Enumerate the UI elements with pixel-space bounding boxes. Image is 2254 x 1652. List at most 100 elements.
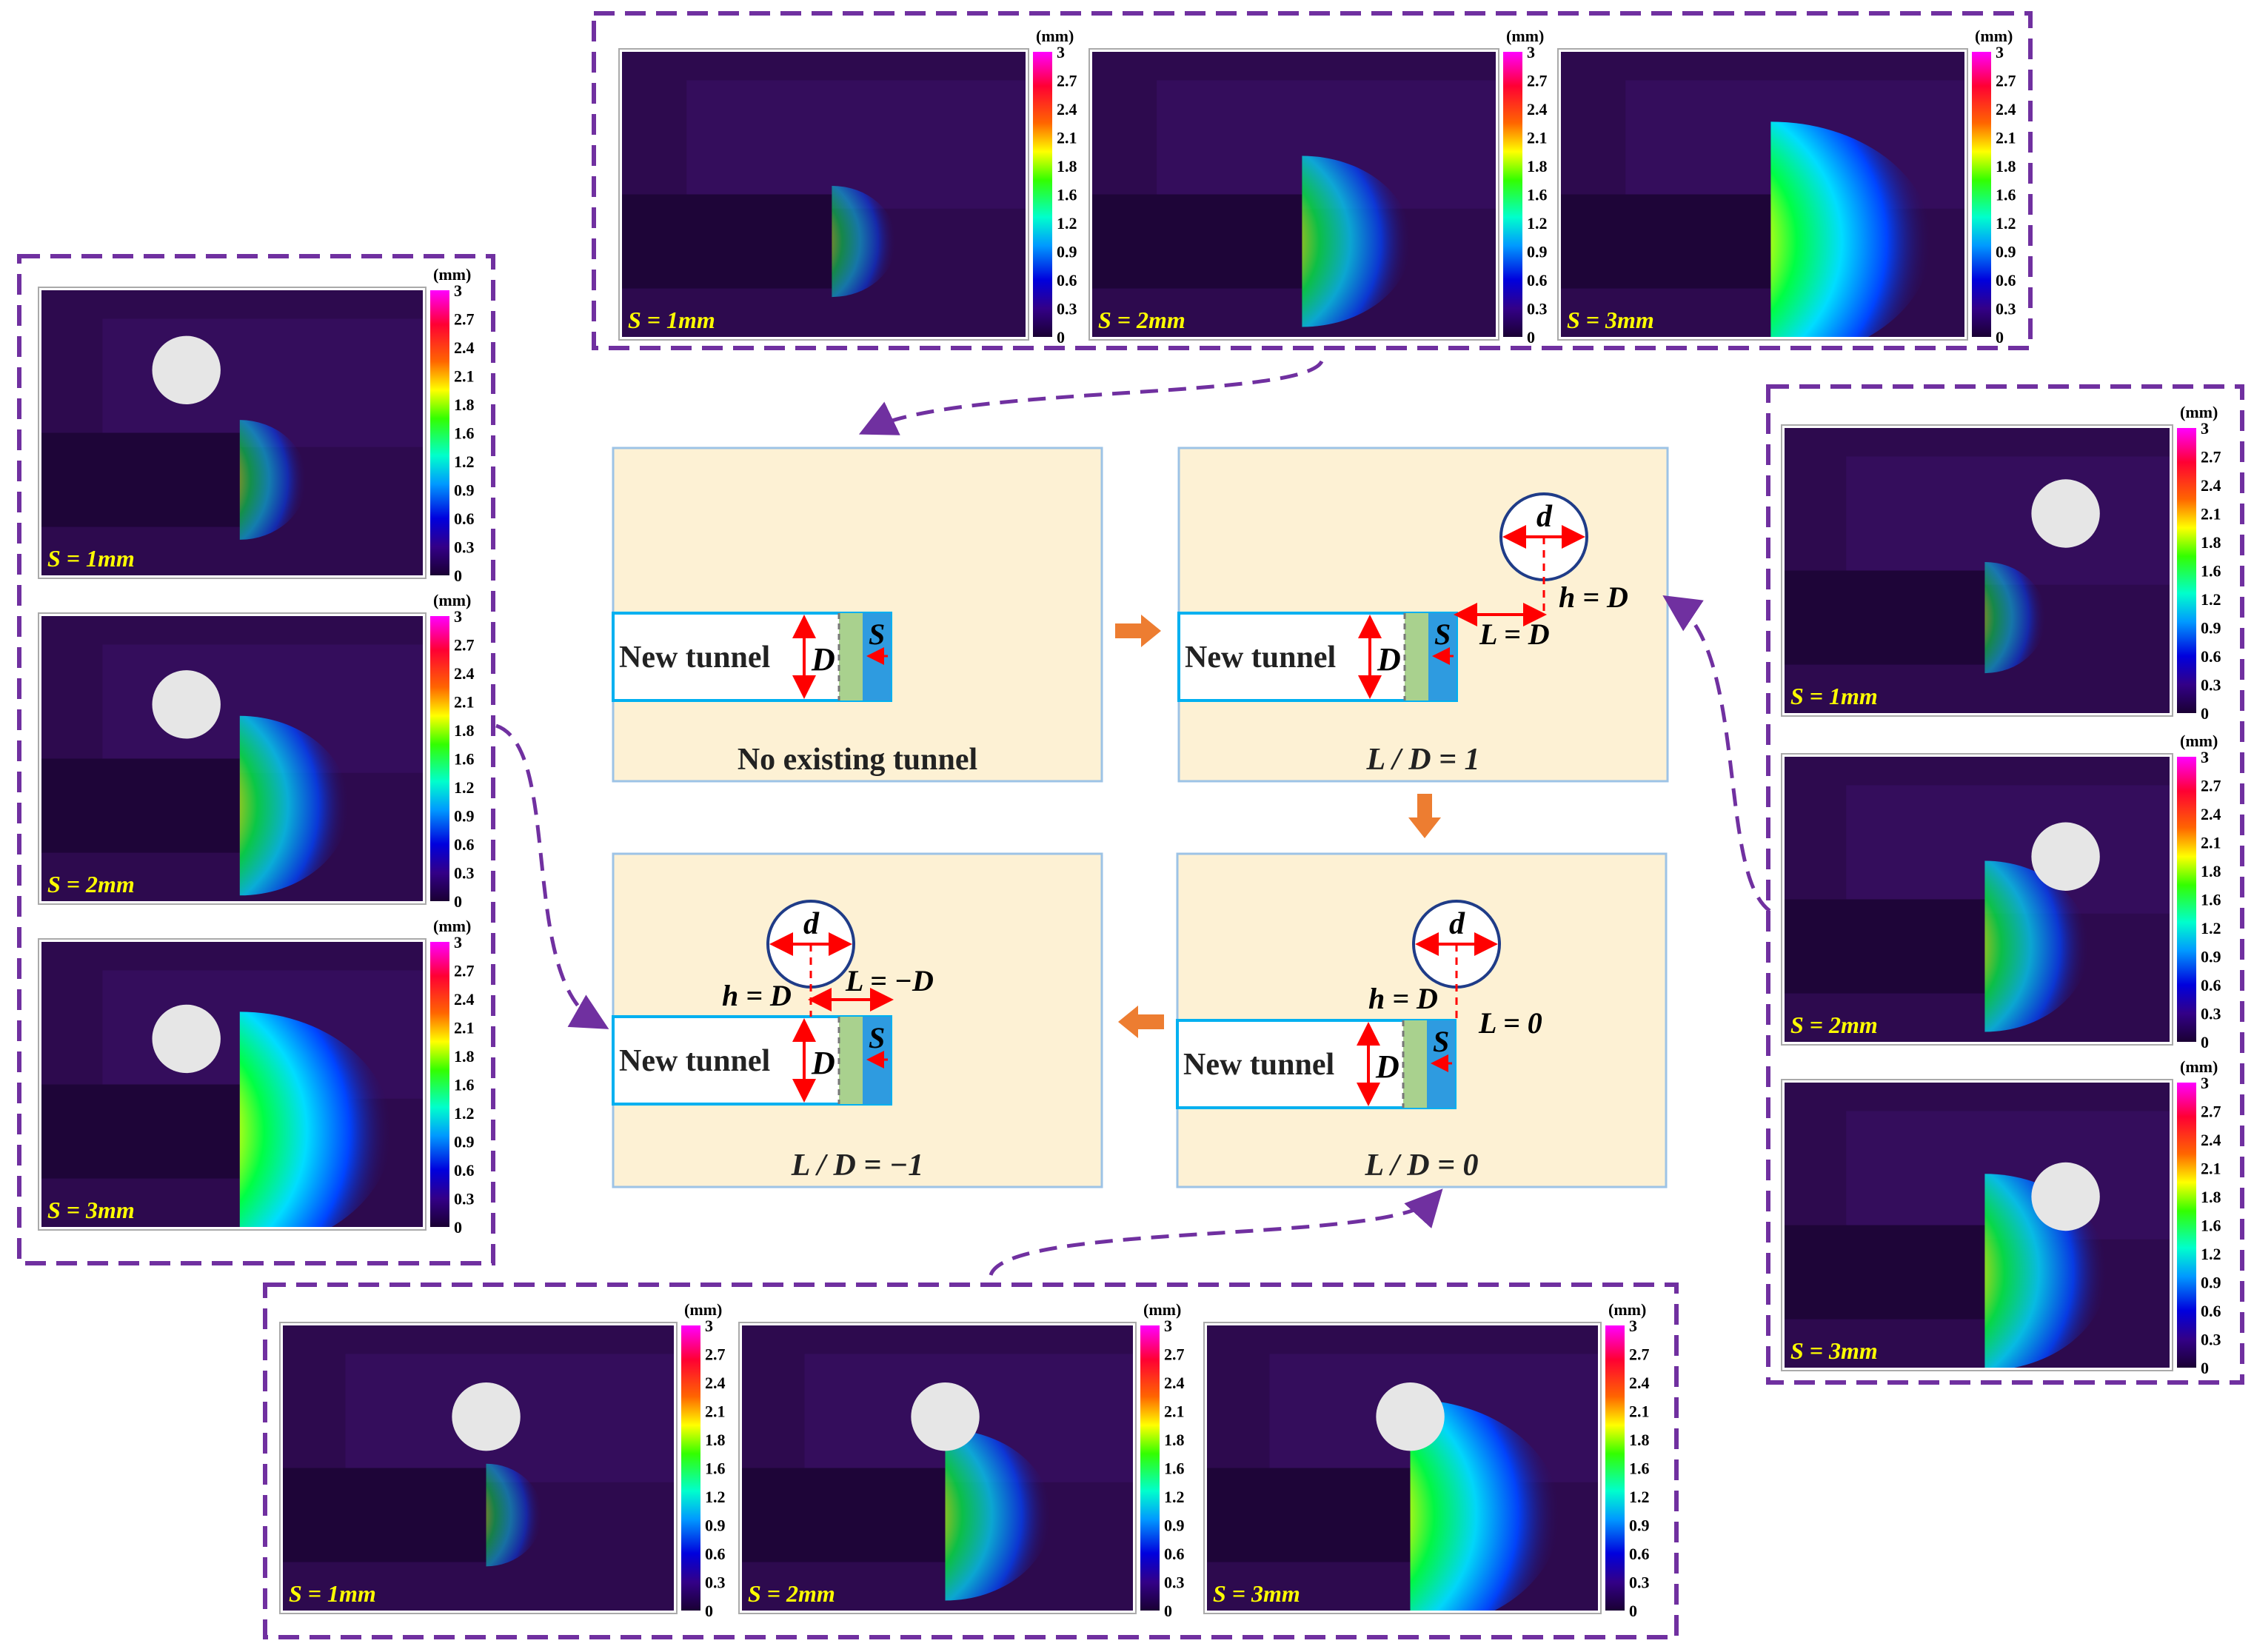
- colorbar-tick: 2.1: [454, 1019, 475, 1037]
- contour-panel: S = 1mm(mm)32.72.42.11.81.61.20.90.60.30: [618, 27, 1077, 347]
- colorbar-tick: 3: [454, 607, 462, 626]
- colorbar-unit: (mm): [684, 1300, 722, 1319]
- colorbar-tick: 0.6: [454, 1161, 475, 1180]
- new-tunnel-label: New tunnel: [1185, 641, 1336, 675]
- displacement-bulb: [945, 1429, 1052, 1601]
- L-label: L = −D: [845, 964, 934, 997]
- colorbar-unit: (mm): [2180, 403, 2218, 421]
- colorbar-tick: 2.7: [705, 1345, 726, 1364]
- group-link-arrow: [989, 1188, 1443, 1277]
- colorbar-tick: 2.7: [1996, 72, 2016, 90]
- colorbar-tick: 0.9: [1527, 243, 1548, 261]
- colorbar-tick: 0.6: [2201, 647, 2221, 666]
- contour-panel: S = 3mm(mm)32.72.42.11.81.61.20.90.60.30: [38, 917, 475, 1237]
- colorbar-tick: 2.4: [1057, 100, 1077, 118]
- colorbar-tick: 1.8: [1527, 157, 1548, 175]
- colorbar-tick: 2.1: [1996, 129, 2016, 147]
- colorbar-tick: 0: [1996, 328, 2004, 347]
- colorbar-tick: 0.3: [705, 1574, 726, 1592]
- colorbar: [1972, 52, 1991, 337]
- S-label: S: [1434, 618, 1451, 651]
- colorbar-tick: 1.6: [2201, 1217, 2221, 1235]
- contour-panel: S = 2mm(mm)32.72.42.11.81.61.20.90.60.30: [1088, 27, 1548, 347]
- displacement-bulb: [1984, 860, 2090, 1032]
- orange-arrow: [1408, 794, 1441, 838]
- colorbar-tick: 0.9: [1057, 243, 1077, 261]
- colorbar-tick: 2.4: [1629, 1374, 1650, 1392]
- group-link-arrow: [1662, 595, 1771, 913]
- displacement-bulb: [1984, 561, 2047, 674]
- scenario-flow-arrow: [1115, 615, 1161, 647]
- result-group-top: S = 1mm(mm)32.72.42.11.81.61.20.90.60.30…: [592, 11, 2033, 350]
- tunnel-shield: [1403, 1020, 1427, 1108]
- colorbar-tick: 0.6: [1057, 271, 1077, 290]
- colorbar-tick: 0.6: [2201, 976, 2221, 994]
- colorbar-tick: 1.8: [1629, 1431, 1650, 1449]
- colorbar-tick: 3: [1629, 1317, 1637, 1335]
- colorbar-tick: 3: [454, 281, 462, 300]
- colorbar-tick: 2.1: [1629, 1402, 1650, 1421]
- colorbar-tick: 1.8: [454, 395, 475, 414]
- panel-spacing-label: S = 3mm: [1213, 1580, 1300, 1607]
- colorbar-tick: 2.7: [454, 310, 475, 329]
- colorbar-unit: (mm): [2180, 1057, 2218, 1076]
- D-label: D: [811, 641, 835, 678]
- colorbar-unit: (mm): [1036, 27, 1074, 45]
- colorbar-tick: 0.6: [1527, 271, 1548, 290]
- colorbar-tick: 3: [2201, 748, 2209, 766]
- colorbar-tick: 1.8: [454, 721, 475, 740]
- colorbar-tick: 0.3: [2201, 1005, 2221, 1023]
- colorbar-tick: 0.9: [2201, 1274, 2221, 1292]
- field-shade: [686, 80, 1026, 209]
- colorbar-tick: 1.2: [454, 1104, 475, 1123]
- colorbar-tick: 2.7: [454, 636, 475, 655]
- tunnel-region: [283, 1468, 486, 1562]
- displacement-bulb: [239, 715, 350, 896]
- scenario-flow-arrow: [1408, 794, 1441, 838]
- colorbar-tick: 0.3: [2201, 1331, 2221, 1349]
- colorbar-tick: 0.9: [454, 481, 475, 500]
- colorbar-tick: 2.4: [2201, 1131, 2221, 1149]
- displacement-bulb: [1770, 121, 1933, 337]
- colorbar-tick: 0.6: [2201, 1302, 2221, 1320]
- colorbar-unit: (mm): [1143, 1300, 1181, 1319]
- colorbar-tick: 0.9: [2201, 619, 2221, 638]
- existing-tunnel-circle: [152, 670, 221, 739]
- colorbar-tick: 1.6: [1527, 186, 1548, 204]
- new-tunnel-label: New tunnel: [619, 1044, 770, 1078]
- colorbar-tick: 0: [1629, 1602, 1637, 1620]
- colorbar-tick: 0.3: [454, 1190, 475, 1208]
- displacement-bulb: [1302, 155, 1412, 327]
- colorbar-tick: 3: [1996, 43, 2004, 61]
- colorbar-unit: (mm): [433, 265, 471, 284]
- existing-tunnel-circle: [2031, 822, 2100, 891]
- tunnel-region: [41, 432, 240, 527]
- tunnel-region: [1561, 194, 1771, 289]
- colorbar: [1033, 52, 1052, 337]
- colorbar-tick: 0.6: [1164, 1545, 1185, 1563]
- colorbar-tick: 0: [1164, 1602, 1172, 1620]
- colorbar-tick: 1.8: [1996, 157, 2016, 175]
- d-label: d: [803, 907, 820, 941]
- colorbar-tick: 0.3: [2201, 676, 2221, 695]
- colorbar-tick: 0.9: [454, 1133, 475, 1151]
- S-label: S: [869, 618, 885, 651]
- colorbar-tick: 1.8: [2201, 1188, 2221, 1206]
- colorbar-tick: 1.2: [2201, 590, 2221, 609]
- colorbar-tick: 1.2: [454, 452, 475, 471]
- panel-spacing-label: S = 2mm: [1098, 307, 1185, 333]
- colorbar: [430, 290, 449, 575]
- colorbar-unit: (mm): [1975, 27, 2013, 45]
- colorbar: [1605, 1325, 1625, 1611]
- panel-spacing-label: S = 2mm: [47, 871, 135, 897]
- colorbar: [2177, 428, 2196, 713]
- panel-spacing-label: S = 1mm: [1790, 683, 1878, 709]
- colorbar-tick: 1.6: [454, 1076, 475, 1094]
- colorbar-tick: 0: [705, 1602, 713, 1620]
- group-link-arrow: [495, 723, 609, 1029]
- colorbar-tick: 2.1: [2201, 1160, 2221, 1178]
- panel-spacing-label: S = 2mm: [1790, 1011, 1878, 1038]
- tunnel-region: [1785, 1225, 1985, 1320]
- colorbar-tick: 0.6: [1629, 1545, 1650, 1563]
